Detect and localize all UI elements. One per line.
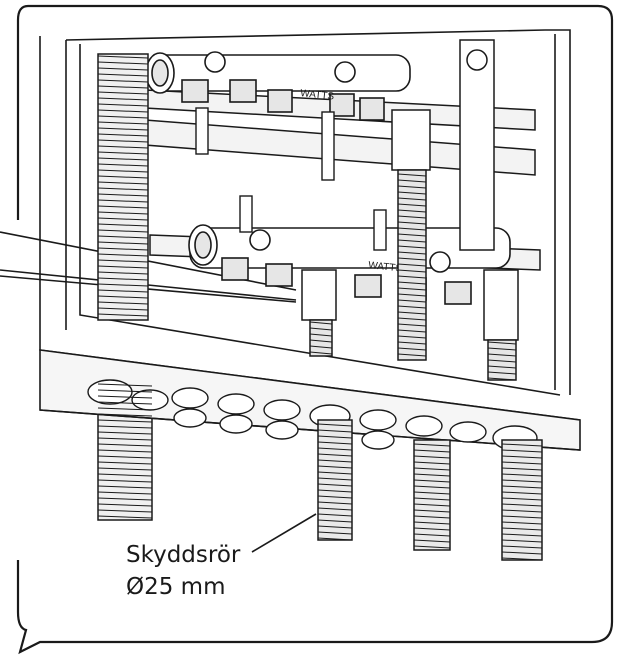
frame-border [16,4,614,655]
tube-corrugation [97,55,543,561]
lower-manifold: WATTS [188,224,511,305]
callout-label-line1: Skyddsrör [126,542,241,568]
upper-manifold: WATTS [145,51,411,121]
valve-brackets [195,107,387,251]
callout-label-line2: Ø25 mm [126,574,226,600]
manifold-brand-upper: WATTS [300,88,335,103]
callout-leader-line [251,513,317,553]
protective-tubes [317,419,543,561]
cabinet-bottom [39,349,581,451]
manifold-brand-lower: WATTS [368,260,403,275]
frame-left-edge [16,4,29,220]
